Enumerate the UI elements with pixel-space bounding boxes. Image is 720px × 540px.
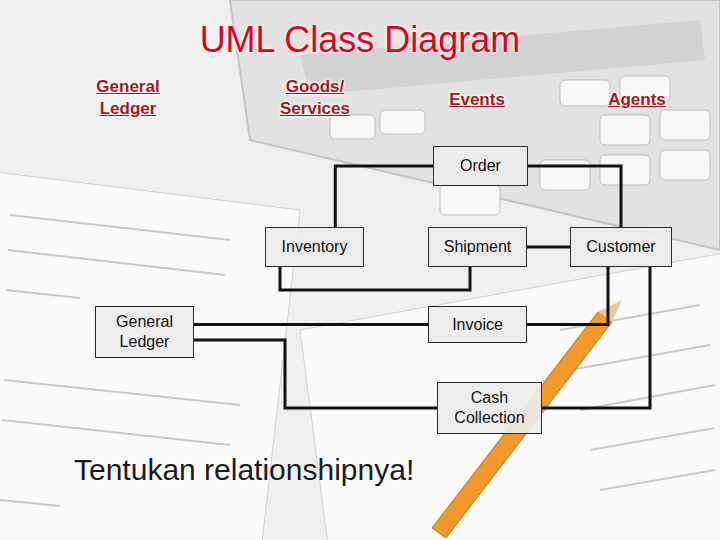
class-box: Invoice bbox=[428, 306, 527, 343]
column-header: Agents bbox=[587, 89, 687, 111]
column-header: General Ledger bbox=[80, 76, 176, 120]
connector-line bbox=[528, 166, 621, 227]
class-box: Order bbox=[433, 146, 528, 186]
class-box: Inventory bbox=[265, 227, 364, 267]
class-name: Invoice bbox=[452, 315, 503, 335]
instruction-text: Tentukan relationshipnya! bbox=[74, 452, 414, 488]
class-name: Customer bbox=[586, 237, 655, 257]
class-box: General Ledger bbox=[95, 306, 194, 358]
connector-line bbox=[335, 166, 433, 227]
column-header: Events bbox=[427, 89, 527, 111]
class-box: Customer bbox=[570, 227, 672, 267]
class-name: Shipment bbox=[444, 237, 512, 257]
class-name: Inventory bbox=[282, 237, 348, 257]
connector-line bbox=[527, 246, 570, 249]
class-name: Order bbox=[460, 156, 501, 176]
class-name: Cash Collection bbox=[443, 388, 536, 428]
class-box: Cash Collection bbox=[437, 382, 542, 434]
connector-line bbox=[194, 340, 437, 408]
connector-line bbox=[542, 267, 650, 408]
connector-line bbox=[527, 267, 608, 325]
class-box: Shipment bbox=[428, 227, 527, 267]
diagram-title: UML Class Diagram bbox=[0, 18, 720, 62]
connector-line bbox=[280, 267, 470, 290]
connector-line bbox=[194, 323, 428, 326]
paper-lines bbox=[0, 215, 715, 506]
column-header: Goods/ Services bbox=[266, 76, 364, 120]
class-name: General Ledger bbox=[101, 312, 188, 352]
